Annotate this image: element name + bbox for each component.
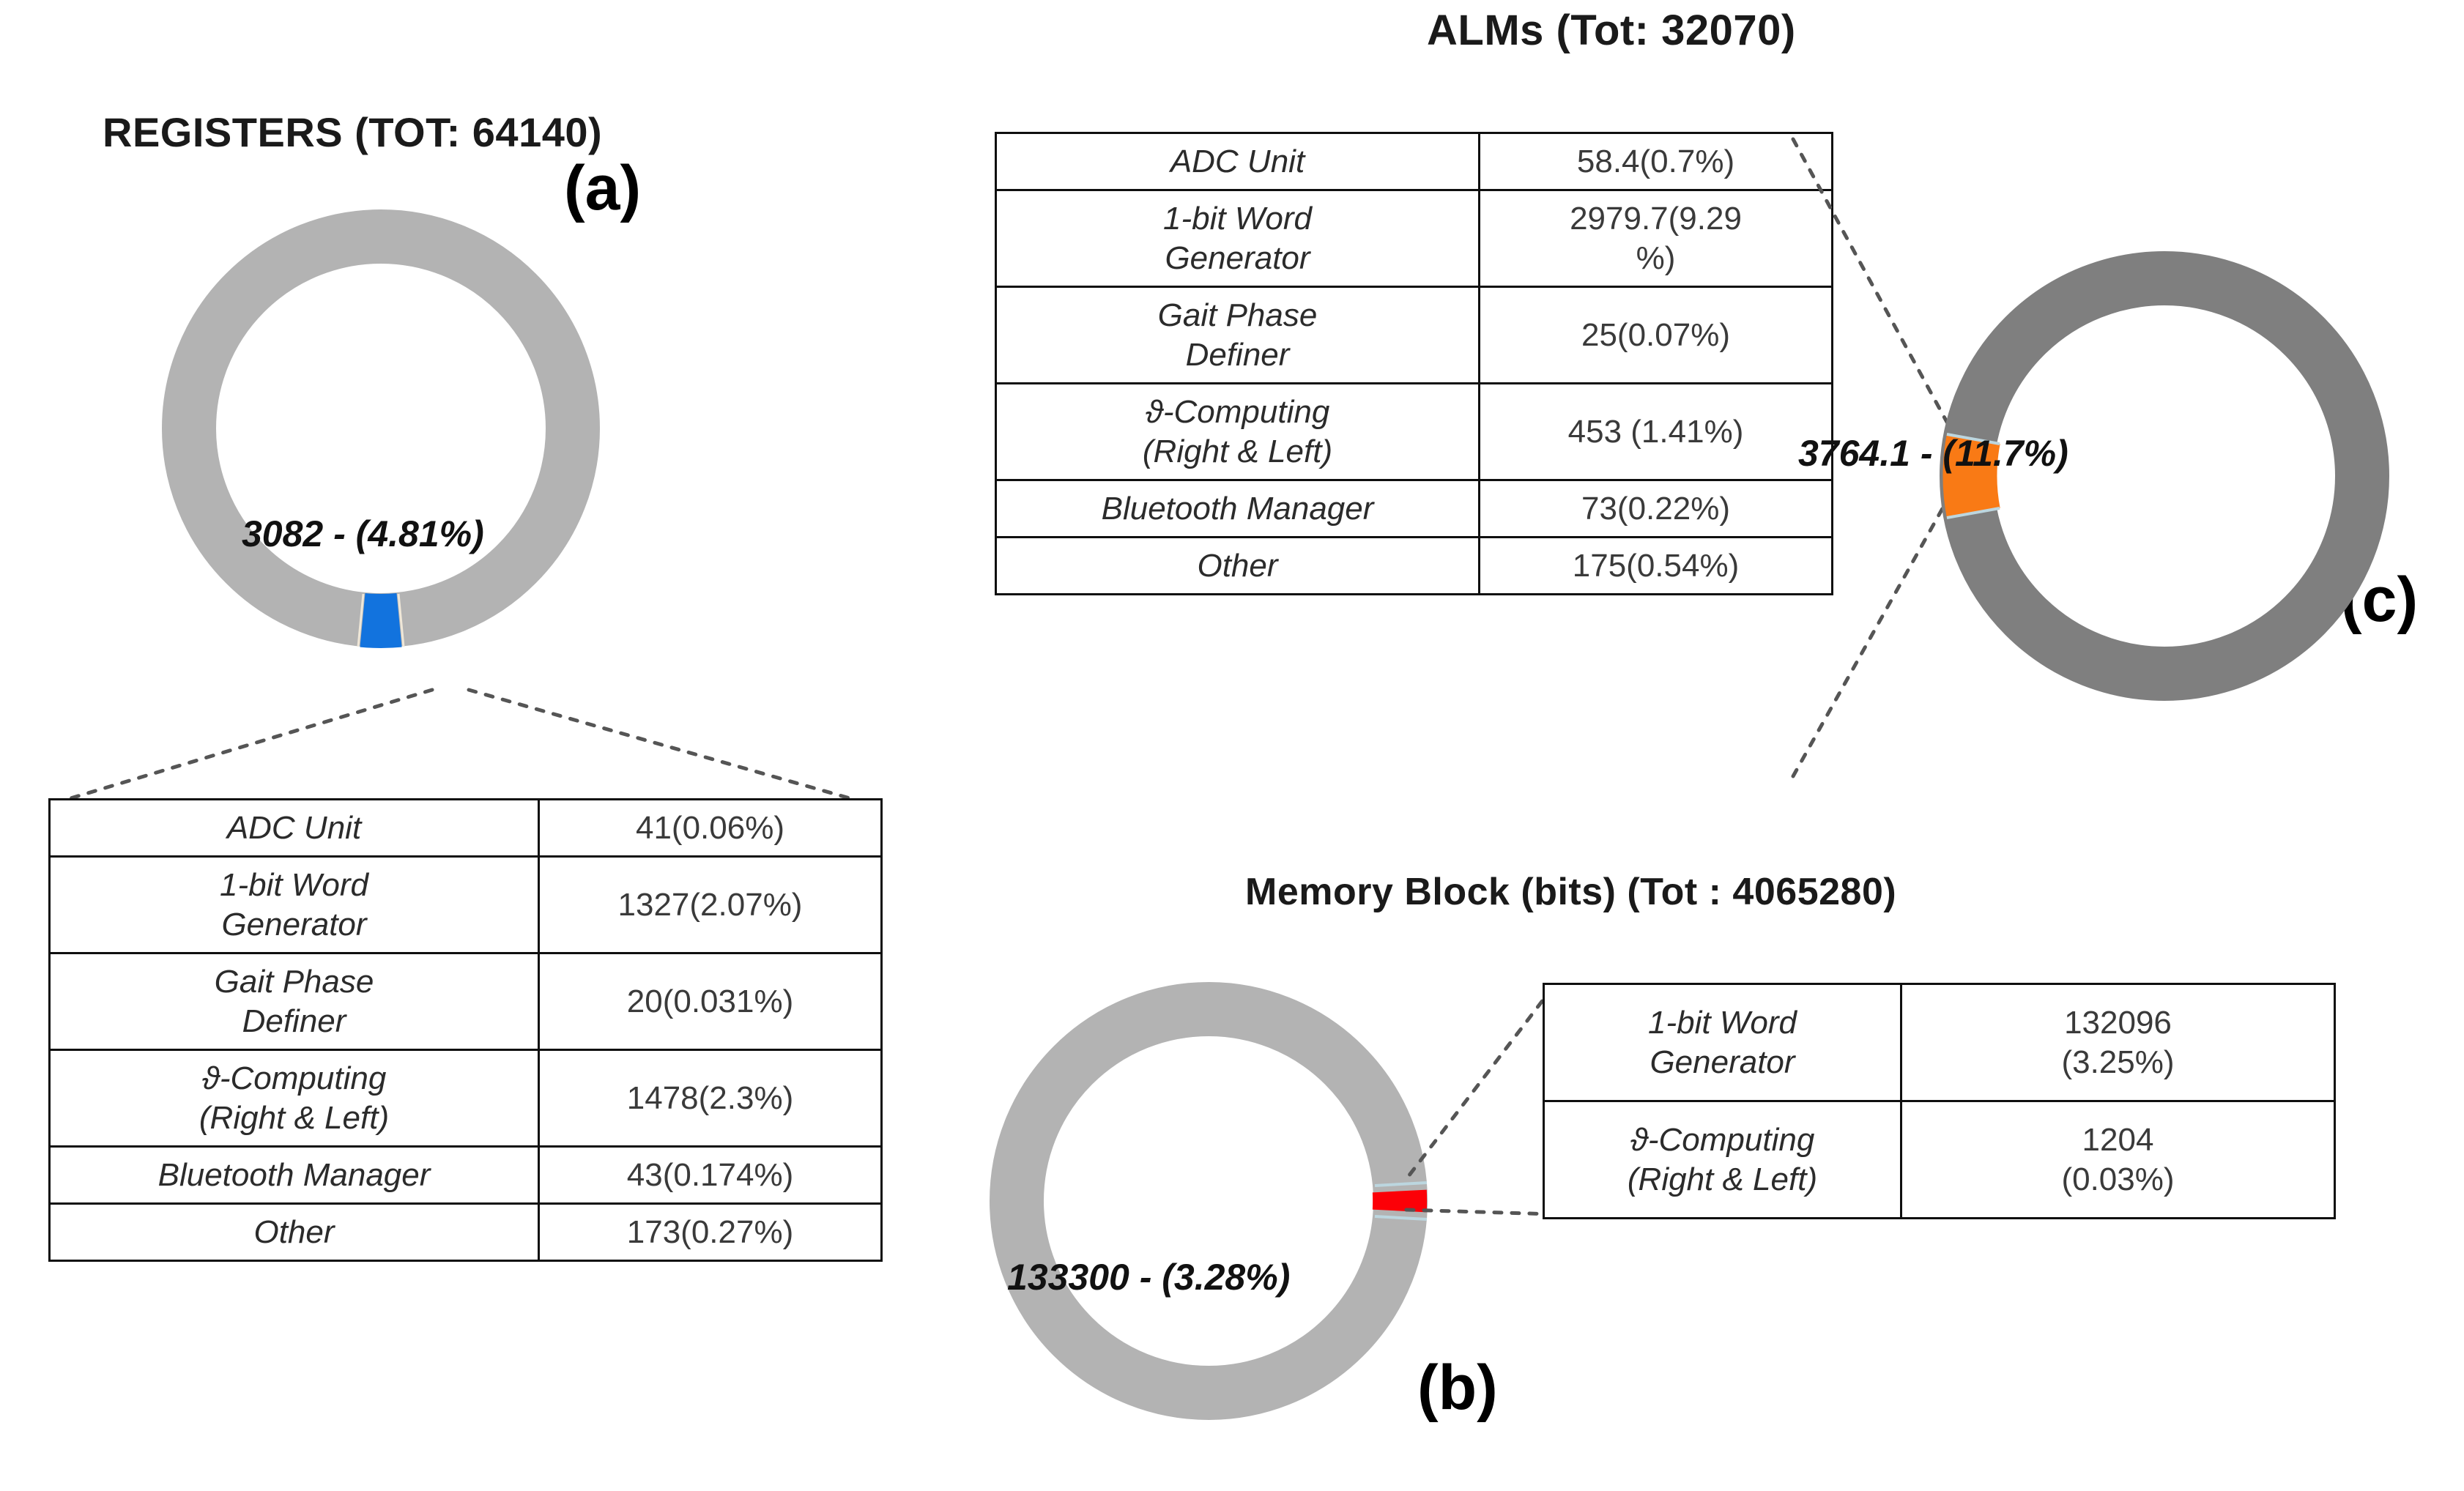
row-label: Bluetooth Manager [995, 479, 1480, 538]
table-row: ϑ-Computing (Right & Left) 1204 (0.03%) [1543, 1100, 2336, 1219]
donut-base-ring-a [162, 209, 600, 647]
row-value: 1478(2.3%) [538, 1049, 883, 1148]
table-row: ADC Unit 58.4(0.7%) [995, 132, 1833, 191]
leader-line-left-a [49, 688, 434, 806]
row-label: Gait Phase Definer [995, 286, 1480, 384]
row-label: Gait Phase Definer [48, 952, 540, 1051]
donut-highlight-slice-c [1942, 434, 2000, 518]
alms-donut-value-label: 3764.1 - (11.7%) [1798, 433, 2068, 474]
table-row: 1-bit Word Generator 1327(2.07%) [48, 855, 883, 954]
row-value: 175(0.54%) [1478, 536, 1833, 595]
table-row: Gait Phase Definer 25(0.07%) [995, 286, 1833, 384]
registers-chart-title: REGISTERS (TOT: 64140) [103, 109, 603, 155]
row-value: 58.4(0.7%) [1478, 132, 1833, 191]
row-label: ADC Unit [995, 132, 1480, 191]
row-value: 453 (1.41%) [1478, 382, 1833, 481]
memory-block-donut-value-label: 133300 - (3.28%) [1007, 1257, 1291, 1298]
row-value: 1204 (0.03%) [1900, 1100, 2336, 1219]
row-label: Other [995, 536, 1480, 595]
row-value: 41(0.06%) [538, 798, 883, 858]
table-row: ADC Unit 41(0.06%) [48, 798, 883, 858]
table-row: Other 175(0.54%) [995, 536, 1833, 595]
memory-block-chart-title: Memory Block (bits) (Tot : 4065280) [1245, 871, 1897, 913]
row-label: 1-bit Word Generator [48, 855, 540, 954]
table-row: Bluetooth Manager 43(0.174%) [48, 1145, 883, 1205]
table-row: 1-bit Word Generator 132096 (3.25%) [1543, 983, 2336, 1102]
row-label: 1-bit Word Generator [1543, 983, 1902, 1102]
donut-base-ring-b [990, 982, 1428, 1420]
alms-chart-title: ALMs (Tot: 32070) [1427, 7, 1796, 54]
row-label: 1-bit Word Generator [995, 189, 1480, 288]
memory-block-donut-chart [990, 982, 1428, 1420]
table-row: Bluetooth Manager 73(0.22%) [995, 479, 1833, 538]
row-value: 43(0.174%) [538, 1145, 883, 1205]
row-value: 2979.7(9.29 %) [1478, 189, 1833, 288]
slice-divider-top-b [1374, 1181, 1428, 1187]
slice-divider-right-a [397, 593, 405, 647]
row-value: 132096 (3.25%) [1900, 983, 2336, 1102]
table-row: ϑ-Computing (Right & Left) 1478(2.3%) [48, 1049, 883, 1148]
row-label: ϑ-Computing (Right & Left) [1543, 1100, 1902, 1219]
row-label: ϑ-Computing (Right & Left) [48, 1049, 540, 1148]
row-value: 25(0.07%) [1478, 286, 1833, 384]
leader-line-right-a [467, 688, 852, 800]
memory-block-breakdown-table: 1-bit Word Generator 132096 (3.25%) ϑ-Co… [1543, 983, 2336, 1219]
slice-divider-bottom-b [1374, 1215, 1428, 1221]
registers-breakdown-table: ADC Unit 41(0.06%) 1-bit Word Generator … [48, 798, 883, 1262]
slice-divider-bottom-c [1946, 507, 2000, 519]
row-label: Other [48, 1202, 540, 1262]
row-label: Bluetooth Manager [48, 1145, 540, 1205]
slice-divider-left-a [357, 593, 365, 647]
panel-letter-a: (a) [564, 153, 642, 223]
row-label: ADC Unit [48, 798, 540, 858]
row-value: 173(0.27%) [538, 1202, 883, 1262]
table-row: 1-bit Word Generator 2979.7(9.29 %) [995, 189, 1833, 288]
leader-lines-registers [49, 688, 852, 806]
alms-donut-chart [1940, 251, 2389, 701]
panel-letter-b: (b) [1417, 1353, 1498, 1423]
table-row: Other 173(0.27%) [48, 1202, 883, 1262]
row-label: ϑ-Computing (Right & Left) [995, 382, 1480, 481]
alms-breakdown-table: ADC Unit 58.4(0.7%) 1-bit Word Generator… [995, 132, 1833, 595]
table-row: ϑ-Computing (Right & Left) 453 (1.41%) [995, 382, 1833, 481]
row-value: 20(0.031%) [538, 952, 883, 1051]
donut-base-ring-c [1940, 251, 2389, 701]
slice-divider-top-c [1946, 433, 2000, 445]
donut-highlight-slice-a [360, 592, 402, 648]
registers-donut-value-label: 3082 - (4.81%) [242, 513, 484, 554]
table-row: Gait Phase Definer 20(0.031%) [48, 952, 883, 1051]
row-value: 1327(2.07%) [538, 855, 883, 954]
row-value: 73(0.22%) [1478, 479, 1833, 538]
registers-donut-chart [162, 209, 600, 648]
